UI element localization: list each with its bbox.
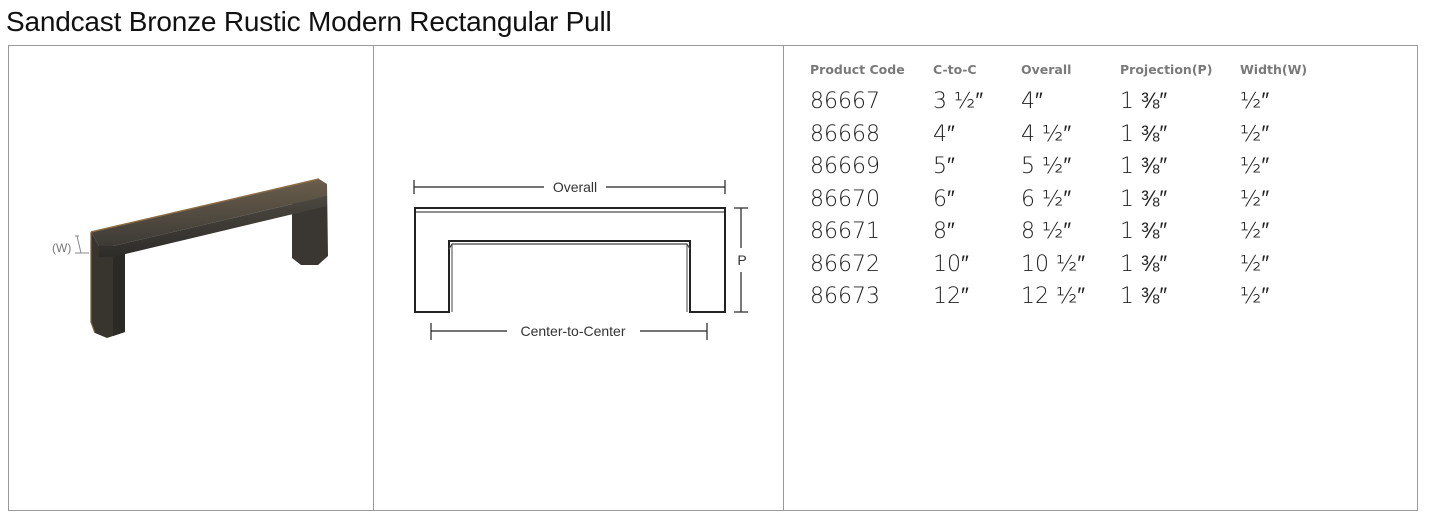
- product-code-cell: 86673: [810, 284, 880, 309]
- dimension-diagram: Overall P Center-to-Center: [413, 179, 748, 340]
- width-cell: ½″: [1240, 154, 1270, 179]
- projection-cell: 1 ⅜″: [1120, 284, 1168, 309]
- width-callout: (W): [52, 241, 71, 255]
- overall-cell: 6 ½″: [1021, 186, 1072, 212]
- projection-cell: 1 ⅜″: [1120, 121, 1168, 147]
- c-to-c-cell: 12″: [933, 284, 969, 309]
- width-cell: ½″: [1240, 219, 1270, 244]
- product-code-cell: 86669: [810, 154, 880, 179]
- projection-cell: 1 ⅜″: [1120, 219, 1168, 244]
- overall-cell: 10 ½″: [1021, 251, 1086, 277]
- table-row: 86672 10″ 10 ½″ 1 ⅜″ ½″: [810, 249, 1320, 282]
- overall-cell: 5 ½″: [1021, 154, 1072, 179]
- table-row: 86669 5″ 5 ½″ 1 ⅜″ ½″: [810, 151, 1320, 184]
- width-cell: ½″: [1240, 284, 1270, 309]
- spec-table-panel: Product Code C-to-C Overall Projection(P…: [784, 46, 1417, 510]
- c-to-c-cell: 4″: [933, 121, 955, 147]
- c-to-c-cell: 5″: [933, 154, 955, 179]
- c-to-c-cell: 3 ½″: [933, 89, 984, 114]
- column-header-c-to-c: C-to-C: [933, 61, 977, 77]
- width-cell: ½″: [1240, 251, 1270, 277]
- page-title: Sandcast Bronze Rustic Modern Rectangula…: [6, 6, 612, 37]
- overall-cell: 12 ½″: [1021, 284, 1086, 309]
- table-row: 86670 6″ 6 ½″ 1 ⅜″ ½″: [810, 184, 1320, 217]
- c-to-c-cell: 8″: [933, 219, 955, 244]
- projection-label: P: [737, 252, 746, 268]
- product-code-cell: 86672: [810, 251, 880, 277]
- projection-cell: 1 ⅜″: [1120, 89, 1168, 114]
- column-header-product-code: Product Code: [810, 61, 905, 77]
- overall-cell: 8 ½″: [1021, 219, 1072, 244]
- product-photo-panel: (W): [9, 46, 374, 510]
- dimension-diagram-panel: Overall P Center-to-Center: [374, 46, 784, 510]
- projection-cell: 1 ⅜″: [1120, 186, 1168, 212]
- table-row: 86668 4″ 4 ½″ 1 ⅜″ ½″: [810, 119, 1320, 152]
- column-header-width: Width(W): [1240, 61, 1308, 77]
- product-code-cell: 86667: [810, 89, 880, 114]
- pull-outline: [414, 207, 726, 313]
- c-to-c-cell: 10″: [933, 251, 969, 277]
- center-to-center-label: Center-to-Center: [520, 323, 625, 339]
- c-to-c-cell: 6″: [933, 186, 955, 212]
- product-code-cell: 86671: [810, 219, 880, 244]
- column-header-overall: Overall: [1021, 61, 1072, 77]
- width-cell: ½″: [1240, 121, 1270, 147]
- projection-cell: 1 ⅜″: [1120, 251, 1168, 277]
- table-header-row: Product Code C-to-C Overall Projection(P…: [810, 60, 1320, 86]
- width-cell: ½″: [1240, 186, 1270, 212]
- table-row: 86673 12″ 12 ½″ 1 ⅜″ ½″: [810, 281, 1320, 314]
- table-row: 86667 3 ½″ 4″ 1 ⅜″ ½″: [810, 86, 1320, 119]
- projection-cell: 1 ⅜″: [1120, 154, 1168, 179]
- width-cell: ½″: [1240, 89, 1270, 114]
- overall-cell: 4″: [1021, 89, 1043, 114]
- overall-cell: 4 ½″: [1021, 121, 1072, 147]
- product-code-cell: 86670: [810, 186, 880, 212]
- spec-table: Product Code C-to-C Overall Projection(P…: [810, 60, 1320, 314]
- product-code-cell: 86668: [810, 121, 880, 147]
- column-header-projection: Projection(P): [1120, 61, 1213, 77]
- product-photo: (W): [52, 178, 328, 338]
- overall-label: Overall: [553, 179, 597, 195]
- table-row: 86671 8″ 8 ½″ 1 ⅜″ ½″: [810, 216, 1320, 249]
- spec-sheet-frame: (W) Overall P: [8, 45, 1418, 511]
